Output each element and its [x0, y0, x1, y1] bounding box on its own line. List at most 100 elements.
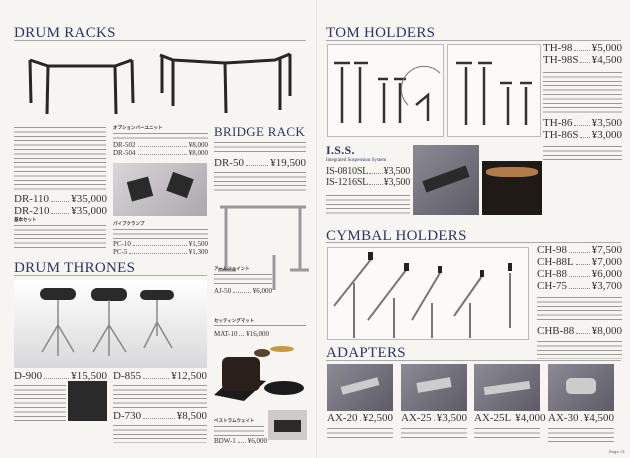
ax-25l-photo [474, 364, 540, 411]
price: ¥4,500 [591, 54, 622, 66]
drum-head [486, 167, 538, 177]
th-86-text [543, 144, 622, 160]
price: ¥6,000 [591, 268, 622, 280]
adapter-ax-20: AX-20 ¥2,500 [327, 412, 393, 440]
adapter-image [566, 378, 596, 394]
option-bar-prices: DR-502¥8,000 DR-504¥8,000 [113, 141, 208, 157]
product-dr-210: DR-210¥35,000 [14, 205, 107, 217]
d-855-text [113, 383, 207, 408]
price: ¥3,700 [591, 280, 622, 292]
product-dr-110: DR-110 ¥35,000 [14, 193, 107, 205]
product-th-98: TH-98 ¥5,000 [543, 42, 622, 54]
arm-joint-label: アームジョイント [214, 267, 250, 272]
ch-text [537, 295, 622, 323]
price: ¥7,000 [591, 256, 622, 268]
model: PC-5 [113, 248, 128, 256]
basic-set-label: 基本セット [14, 218, 37, 223]
throne-seat [140, 290, 174, 300]
clamp-image [126, 176, 154, 202]
product-aj-50: AJ-50¥6,000 [214, 287, 272, 295]
clamp-image [166, 171, 194, 199]
tom-holder-prices: TH-98¥5,000 TH-98S¥4,500 TH-86¥3,500 TH-… [543, 42, 622, 160]
price: ¥12,500 [171, 370, 207, 382]
model: TH-98 [543, 42, 573, 54]
model: CH-88 [537, 268, 567, 280]
price: ¥7,500 [591, 244, 622, 256]
price: ¥5,000 [591, 42, 622, 54]
d-900-text [14, 383, 66, 423]
iss-prices: IS-0810SL¥3,500 IS-1216SL¥3,500 [326, 166, 410, 188]
bridge-rack-image [218, 205, 309, 290]
model: AX-20 [327, 412, 358, 424]
basic-set-list [14, 223, 106, 251]
arm-joint-text [214, 272, 272, 286]
section-title-tom-holders: TOM HOLDERS [326, 25, 436, 41]
price: ¥16,000 [246, 330, 269, 338]
pipe-clamp-label: パイプクランプ [113, 222, 145, 227]
pipe-clamp-prices: PC-10 ¥1,500 PC-5 ¥1,300 [113, 240, 208, 256]
adapter-image [416, 377, 452, 393]
product-bdw-1: BDW-1¥6,000 [214, 437, 267, 445]
price: ¥1,500 [188, 240, 208, 248]
chb-text [537, 339, 622, 359]
product-pc-5: PC-5 ¥1,300 [113, 248, 208, 256]
price: ¥3,000 [591, 129, 622, 141]
adapter-ax-30: AX-30 ¥4,500 [548, 412, 614, 444]
price: ¥8,000 [188, 141, 208, 149]
price: ¥19,500 [270, 157, 306, 169]
price: ¥3,500 [591, 117, 622, 129]
pipe-clamp-photo [113, 163, 207, 216]
model: DR-50 [214, 157, 244, 169]
bass-drum-weight-label: ベストラムウェイト [214, 419, 255, 424]
section-title-cymbal-holders: CYMBAL HOLDERS [326, 228, 467, 244]
product-ch-88l: CH-88L¥7,000 [537, 256, 622, 268]
price: ¥6,000 [252, 287, 272, 295]
price: ¥8,000 [591, 325, 622, 337]
product-ch-75: CH-75¥3,700 [537, 280, 622, 292]
model: BDW-1 [214, 437, 236, 445]
price: ¥4,500 [583, 412, 614, 424]
divider [326, 242, 621, 243]
product-ch-88: CH-88 ¥6,000 [537, 268, 622, 280]
divider [14, 40, 306, 41]
setting-mat-text [214, 323, 306, 329]
model: CH-98 [537, 244, 567, 256]
throne-detail-photo [68, 381, 107, 421]
bridge-rack-text [214, 140, 306, 155]
weight-text [214, 424, 264, 436]
model: AX-25L [474, 412, 512, 424]
product-mat-10: MAT-10¥16,000 [214, 330, 269, 338]
pipe-clamp-text [113, 227, 208, 240]
model: PC-10 [113, 240, 131, 248]
divider [326, 40, 621, 41]
weight-image [274, 420, 301, 432]
product-dr-50: DR-50 ¥19,500 [214, 157, 306, 169]
product-ch-98: CH-98 ¥7,500 [537, 244, 622, 256]
product-ax-25: AX-25¥3,500 [401, 412, 467, 424]
ax-20-text [327, 426, 393, 440]
throne-seat [91, 288, 127, 301]
product-th-98s: TH-98S¥4,500 [543, 54, 622, 66]
section-title-drum-thrones: DRUM THRONES [14, 260, 136, 276]
iss-image [422, 165, 470, 193]
throne-seat [40, 288, 76, 300]
iss-text [326, 193, 410, 216]
product-ax-20: AX-20 ¥2,500 [327, 412, 393, 424]
model: AX-30 [548, 412, 579, 424]
iss-mount-photo [413, 145, 479, 215]
product-is-0810sl: IS-0810SL¥3,500 [326, 166, 410, 177]
model: DR-110 [14, 193, 50, 205]
adapter-ax-25l: AX-25L¥4,000 [474, 412, 546, 440]
model: CHB-88 [537, 325, 575, 337]
cymbal-holders-image [327, 247, 529, 340]
drum-kit-on-mat-image [214, 346, 304, 401]
price: ¥1,300 [188, 248, 208, 256]
adapter-ax-25: AX-25¥3,500 [401, 412, 467, 440]
price: ¥2,500 [362, 412, 393, 424]
product-d-855: D-855¥12,500 [113, 370, 207, 382]
model: D-730 [113, 410, 142, 422]
bridge-rack-list [214, 170, 306, 192]
price: ¥35,000 [71, 193, 107, 205]
product-dr-502: DR-502¥8,000 [113, 141, 208, 149]
price: ¥3,500 [436, 412, 467, 424]
